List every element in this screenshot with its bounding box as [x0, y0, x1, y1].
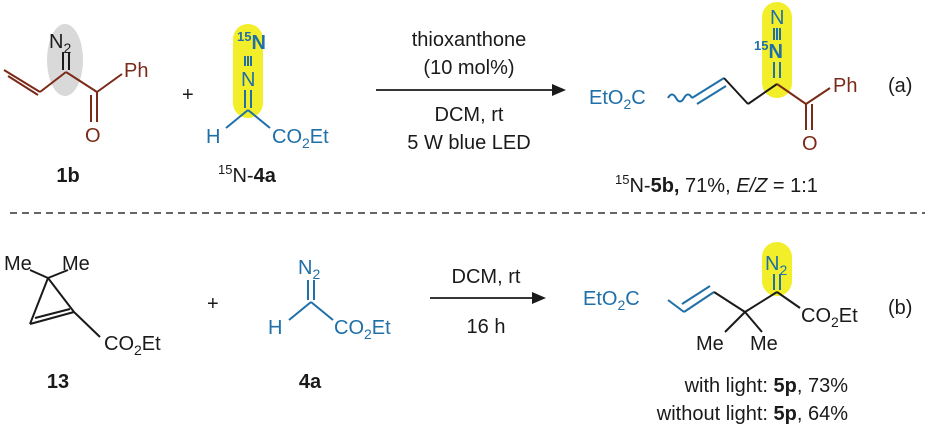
result-with-light: with light: 5p, 73%	[684, 375, 849, 397]
label-4a: 4a	[299, 371, 322, 393]
n-bottom-4a: N	[241, 69, 255, 91]
label-13: 13	[47, 371, 69, 393]
methyl-2-13: Me	[62, 253, 90, 275]
diazo-highlight-yellow-4a	[233, 24, 263, 118]
oxygen-5b: O	[802, 133, 818, 155]
caption-15n-5b: 15N-5b, 71%, E/Z = 1:1	[615, 172, 818, 197]
diazo-highlight-yellow-5p	[762, 242, 792, 296]
methyl-1-13: Me	[4, 253, 32, 275]
ester-left-5p: EtO2C	[583, 288, 640, 313]
n-top-5b: N	[770, 7, 784, 29]
ester-right-5p: CO2Et	[801, 305, 858, 330]
hydrogen-4a-b: H	[268, 317, 282, 339]
reaction-arrowhead-b	[532, 292, 546, 304]
label-1b: 1b	[56, 165, 79, 187]
ester-left-5b: EtO2C	[589, 87, 646, 112]
hydrogen-4a: H	[206, 126, 220, 148]
compound-1b-bonds	[3, 69, 123, 122]
ester-4a-b: CO2Et	[334, 317, 391, 342]
product-5b-bonds	[691, 28, 831, 130]
product-5p-bonds	[667, 274, 801, 333]
methyl-2-5p: Me	[750, 333, 778, 355]
n15-mid-5b: 15N	[754, 38, 783, 63]
condition-b-line1: DCM, rt	[452, 266, 521, 288]
phenyl-5b: Ph	[833, 75, 857, 97]
label-reaction-a: (a)	[888, 75, 912, 97]
plus-sign-a: +	[182, 84, 194, 106]
plus-sign-b: +	[207, 293, 219, 315]
oxygen-1b: O	[85, 125, 101, 147]
condition-b-line2: 16 h	[467, 316, 506, 338]
condition-a-line4: 5 W blue LED	[407, 132, 530, 154]
diazo-n2-4a: N2	[298, 257, 320, 282]
diazo-n2-1b: N2	[49, 31, 71, 56]
label-15n-4a: 15N-4a	[218, 162, 277, 187]
compound-15n-4a-bonds	[225, 56, 271, 129]
ester-13: CO2Et	[104, 333, 161, 358]
condition-a-line1: thioxanthone	[412, 29, 527, 51]
compound-13-bonds	[29, 269, 101, 338]
methyl-1-5p: Me	[696, 333, 724, 355]
diazo-n2-5p: N2	[765, 253, 787, 278]
condition-a-line2: (10 mol%)	[423, 57, 514, 79]
result-without-light: without light: 5p, 64%	[656, 403, 848, 425]
condition-a-line3: DCM, rt	[435, 104, 504, 126]
compound-4a-bonds	[288, 280, 334, 321]
phenyl-1b: Ph	[124, 60, 148, 82]
n15-top-4a: 15N	[237, 29, 266, 54]
ester-4a: CO2Et	[272, 126, 329, 151]
reaction-arrowhead-a	[552, 84, 566, 96]
wavy-bond-5b	[667, 93, 693, 103]
label-reaction-b: (b)	[888, 297, 912, 319]
diazo-highlight-yellow-5b	[762, 2, 792, 98]
